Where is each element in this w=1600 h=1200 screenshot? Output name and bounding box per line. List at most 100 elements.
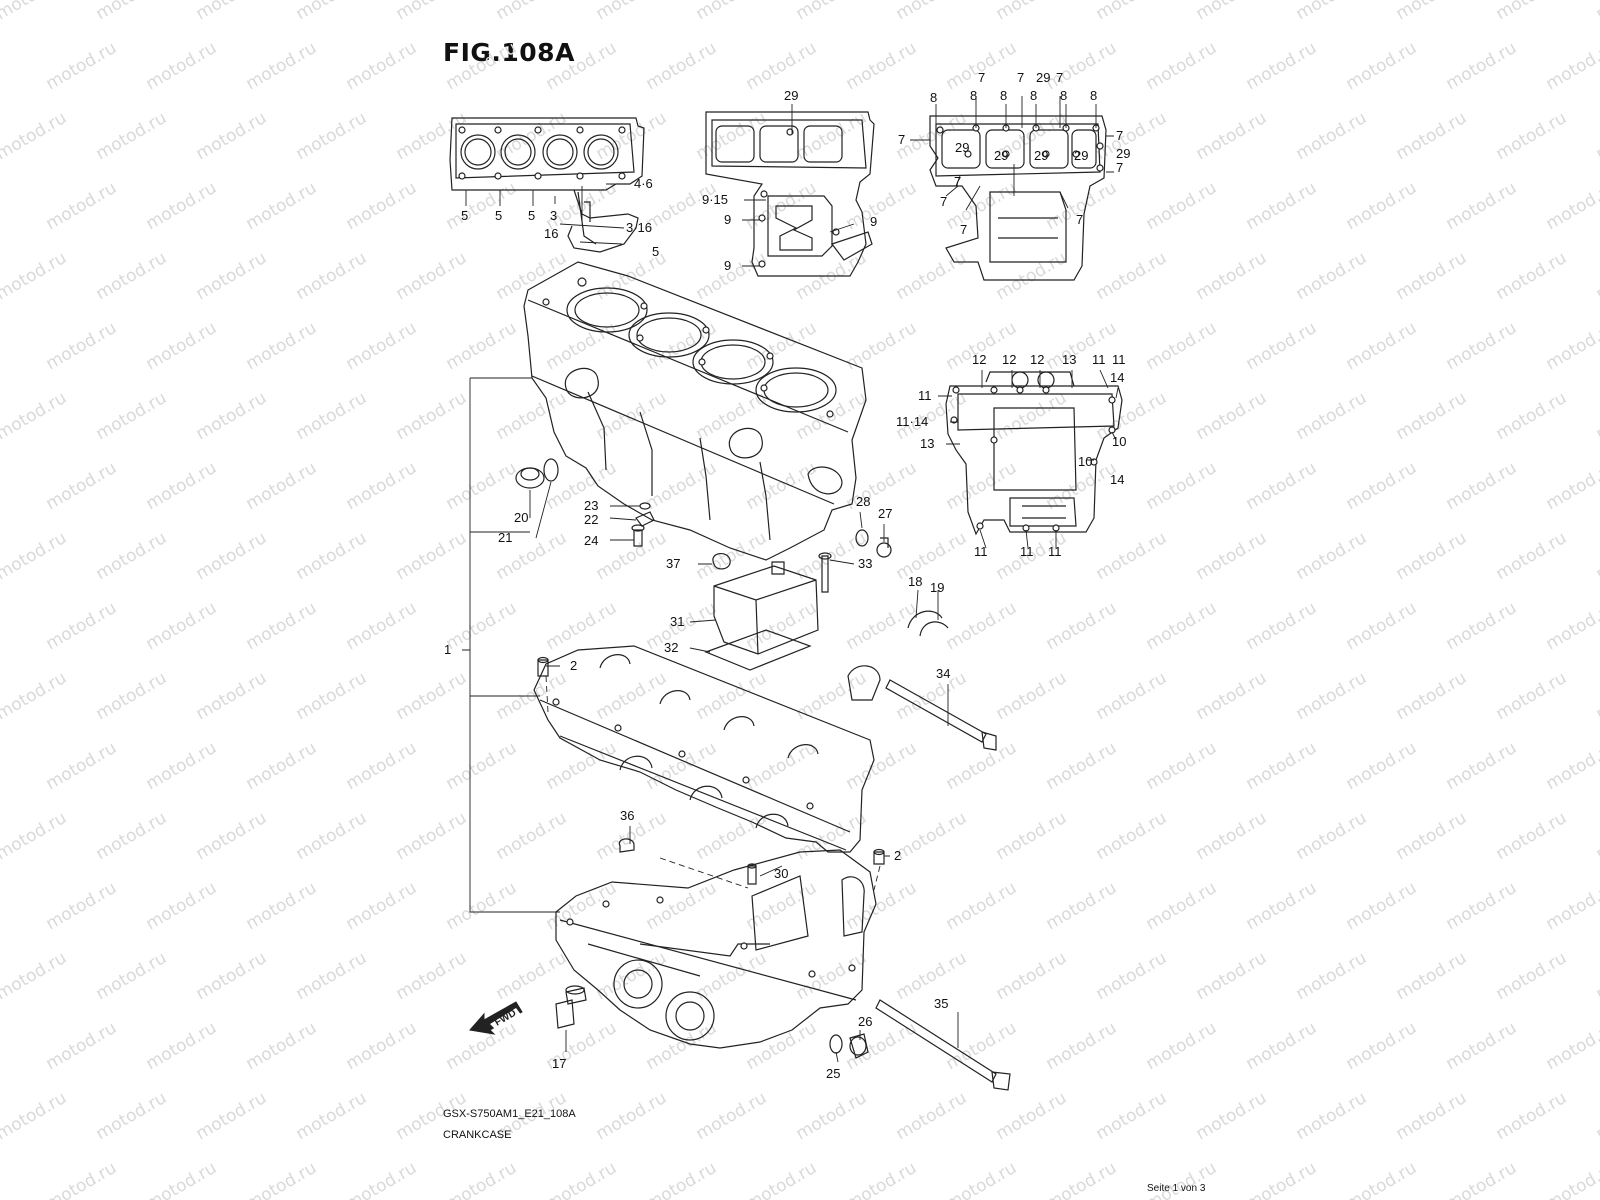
watermark-text: motod.ru	[1143, 878, 1221, 934]
thrust-bearings	[907, 610, 949, 637]
callout-9: 9	[870, 214, 877, 229]
watermark-text: motod.ru	[1093, 248, 1171, 304]
watermark-text: motod.ru	[943, 458, 1021, 514]
watermark-text: motod.ru	[643, 318, 721, 374]
callout-11: 11	[1020, 544, 1034, 559]
watermark-text: motod.ru	[1143, 38, 1221, 94]
watermark-text: motod.ru	[1543, 878, 1600, 934]
watermark-text: motod.ru	[1543, 598, 1600, 654]
page-indicator: Seite 1 von 3	[1147, 1183, 1206, 1194]
watermark-text: motod.ru	[143, 318, 221, 374]
callout-29: 29	[955, 140, 969, 155]
watermark-text: motod.ru	[1443, 458, 1521, 514]
watermark-text: motod.ru	[193, 248, 271, 304]
watermark-text: motod.ru	[43, 318, 121, 374]
watermark-text: motod.ru	[1343, 1158, 1421, 1200]
watermark-text: motod.ru	[1193, 248, 1271, 304]
watermark-text: motod.ru	[743, 38, 821, 94]
callout-11: 11	[1048, 544, 1062, 559]
watermark-text: motod.ru	[993, 808, 1071, 864]
callout-24: 24	[584, 533, 598, 548]
watermark-text: motod.ru	[1543, 318, 1600, 374]
watermark-text: motod.ru	[343, 458, 421, 514]
callout-37: 37	[666, 556, 680, 571]
watermark-text: motod.ru	[1593, 668, 1600, 724]
watermark-text: motod.ru	[193, 1088, 271, 1144]
watermark-text: motod.ru	[1443, 38, 1521, 94]
watermark-text: motod.ru	[0, 1088, 70, 1144]
watermark-text: motod.ru	[1343, 178, 1421, 234]
watermark-text: motod.ru	[1293, 248, 1371, 304]
watermark-text: motod.ru	[493, 108, 571, 164]
watermark-text: motod.ru	[1093, 108, 1171, 164]
watermark-text: motod.ru	[1143, 178, 1221, 234]
watermark-text: motod.ru	[943, 598, 1021, 654]
watermark-text: motod.ru	[843, 1018, 921, 1074]
leader-lines	[462, 96, 1119, 1063]
watermark-text: motod.ru	[443, 178, 521, 234]
watermark-text: motod.ru	[1193, 1088, 1271, 1144]
callout-5: 5	[495, 208, 502, 223]
callout-29: 29	[994, 148, 1008, 163]
watermark-text: motod.ru	[1143, 458, 1221, 514]
callout-29: 29	[1074, 148, 1088, 163]
callout-17: 17	[552, 1056, 566, 1071]
watermark-text: motod.ru	[1593, 388, 1600, 444]
watermark-text: motod.ru	[93, 108, 171, 164]
watermark-text: motod.ru	[193, 668, 271, 724]
callout-33: 33	[858, 556, 872, 571]
watermark-text: motod.ru	[143, 1158, 221, 1200]
watermark-text: motod.ru	[1543, 38, 1600, 94]
watermark-text: motod.ru	[293, 0, 371, 24]
watermark-text: motod.ru	[93, 1088, 171, 1144]
watermark-text: motod.ru	[1393, 248, 1471, 304]
watermark-text: motod.ru	[1393, 948, 1471, 1004]
watermark-text: motod.ru	[1593, 528, 1600, 584]
callout-8: 8	[930, 90, 937, 105]
watermark-text: motod.ru	[43, 178, 121, 234]
watermark-text: motod.ru	[1193, 948, 1271, 1004]
watermark-text: motod.ru	[593, 528, 671, 584]
callout-22: 22	[584, 512, 598, 527]
watermark-text: motod.ru	[393, 668, 471, 724]
forward-direction-arrow: FWD	[469, 1001, 523, 1035]
watermark-text: motod.ru	[193, 808, 271, 864]
watermark-text: motod.ru	[1543, 458, 1600, 514]
callout-11: 11	[974, 544, 988, 559]
callout-19: 19	[930, 580, 944, 595]
section-name: CRANKCASE	[443, 1129, 512, 1141]
watermark-text: motod.ru	[1443, 878, 1521, 934]
watermark-text: motod.ru	[993, 388, 1071, 444]
watermark-text: motod.ru	[1443, 178, 1521, 234]
watermark-text: motod.ru	[1393, 108, 1471, 164]
callout-13: 13	[1062, 352, 1076, 367]
callout-7: 7	[1116, 128, 1123, 143]
washer-and-bolt	[855, 529, 892, 558]
watermark-text: motod.ru	[743, 1158, 821, 1200]
watermark-text: motod.ru	[393, 948, 471, 1004]
watermark-text: motod.ru	[93, 948, 171, 1004]
watermark-text: motod.ru	[343, 878, 421, 934]
watermark-text: motod.ru	[343, 738, 421, 794]
watermark-text: motod.ru	[843, 738, 921, 794]
watermark-text: motod.ru	[1343, 458, 1421, 514]
watermark-text: motod.ru	[1443, 1018, 1521, 1074]
watermark-text: motod.ru	[193, 948, 271, 1004]
callout-7: 7	[960, 222, 967, 237]
watermark-text: motod.ru	[1093, 388, 1171, 444]
watermark-text: motod.ru	[693, 108, 771, 164]
watermark-text: motod.ru	[43, 1018, 121, 1074]
watermark-text: motod.ru	[1093, 948, 1171, 1004]
watermark-text: motod.ru	[393, 248, 471, 304]
callout-8: 8	[1000, 88, 1007, 103]
watermark-text: motod.ru	[1293, 0, 1371, 24]
watermark-text: motod.ru	[0, 948, 70, 1004]
callout-9-15: 9·15	[702, 192, 728, 207]
watermark-text: motod.ru	[1393, 388, 1471, 444]
upper-crankcase-top-view	[449, 117, 645, 253]
callout-13: 13	[920, 436, 934, 451]
watermark-text: motod.ru	[543, 1158, 621, 1200]
watermark-text: motod.ru	[1493, 248, 1571, 304]
watermark-text: motod.ru	[1543, 738, 1600, 794]
